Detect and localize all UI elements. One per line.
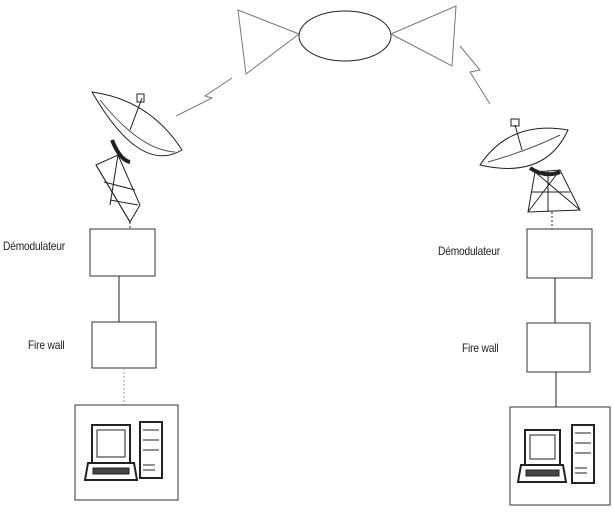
- left-computer-box: [74, 404, 179, 501]
- right-firewall-box: [526, 322, 591, 373]
- left-dish-antenna-icon: [91, 91, 183, 229]
- right-demodulator-box: [526, 228, 593, 279]
- left-demodulator-box: [89, 228, 156, 277]
- signal-right-icon: [459, 45, 491, 105]
- right-demodulator-label: Démodulateur: [438, 244, 501, 258]
- right-computer-icon: [516, 424, 595, 484]
- left-demodulator-label: Démodulateur: [3, 239, 66, 253]
- satellite-icon: [237, 5, 457, 75]
- right-computer-box: [509, 406, 611, 506]
- signal-left-icon: [175, 77, 233, 117]
- left-computer-icon: [83, 421, 163, 481]
- left-firewall-box: [91, 321, 157, 369]
- right-dish-antenna-icon: [479, 118, 581, 229]
- right-firewall-label: Fire wall: [462, 341, 499, 355]
- left-firewall-label: Fire wall: [28, 338, 65, 352]
